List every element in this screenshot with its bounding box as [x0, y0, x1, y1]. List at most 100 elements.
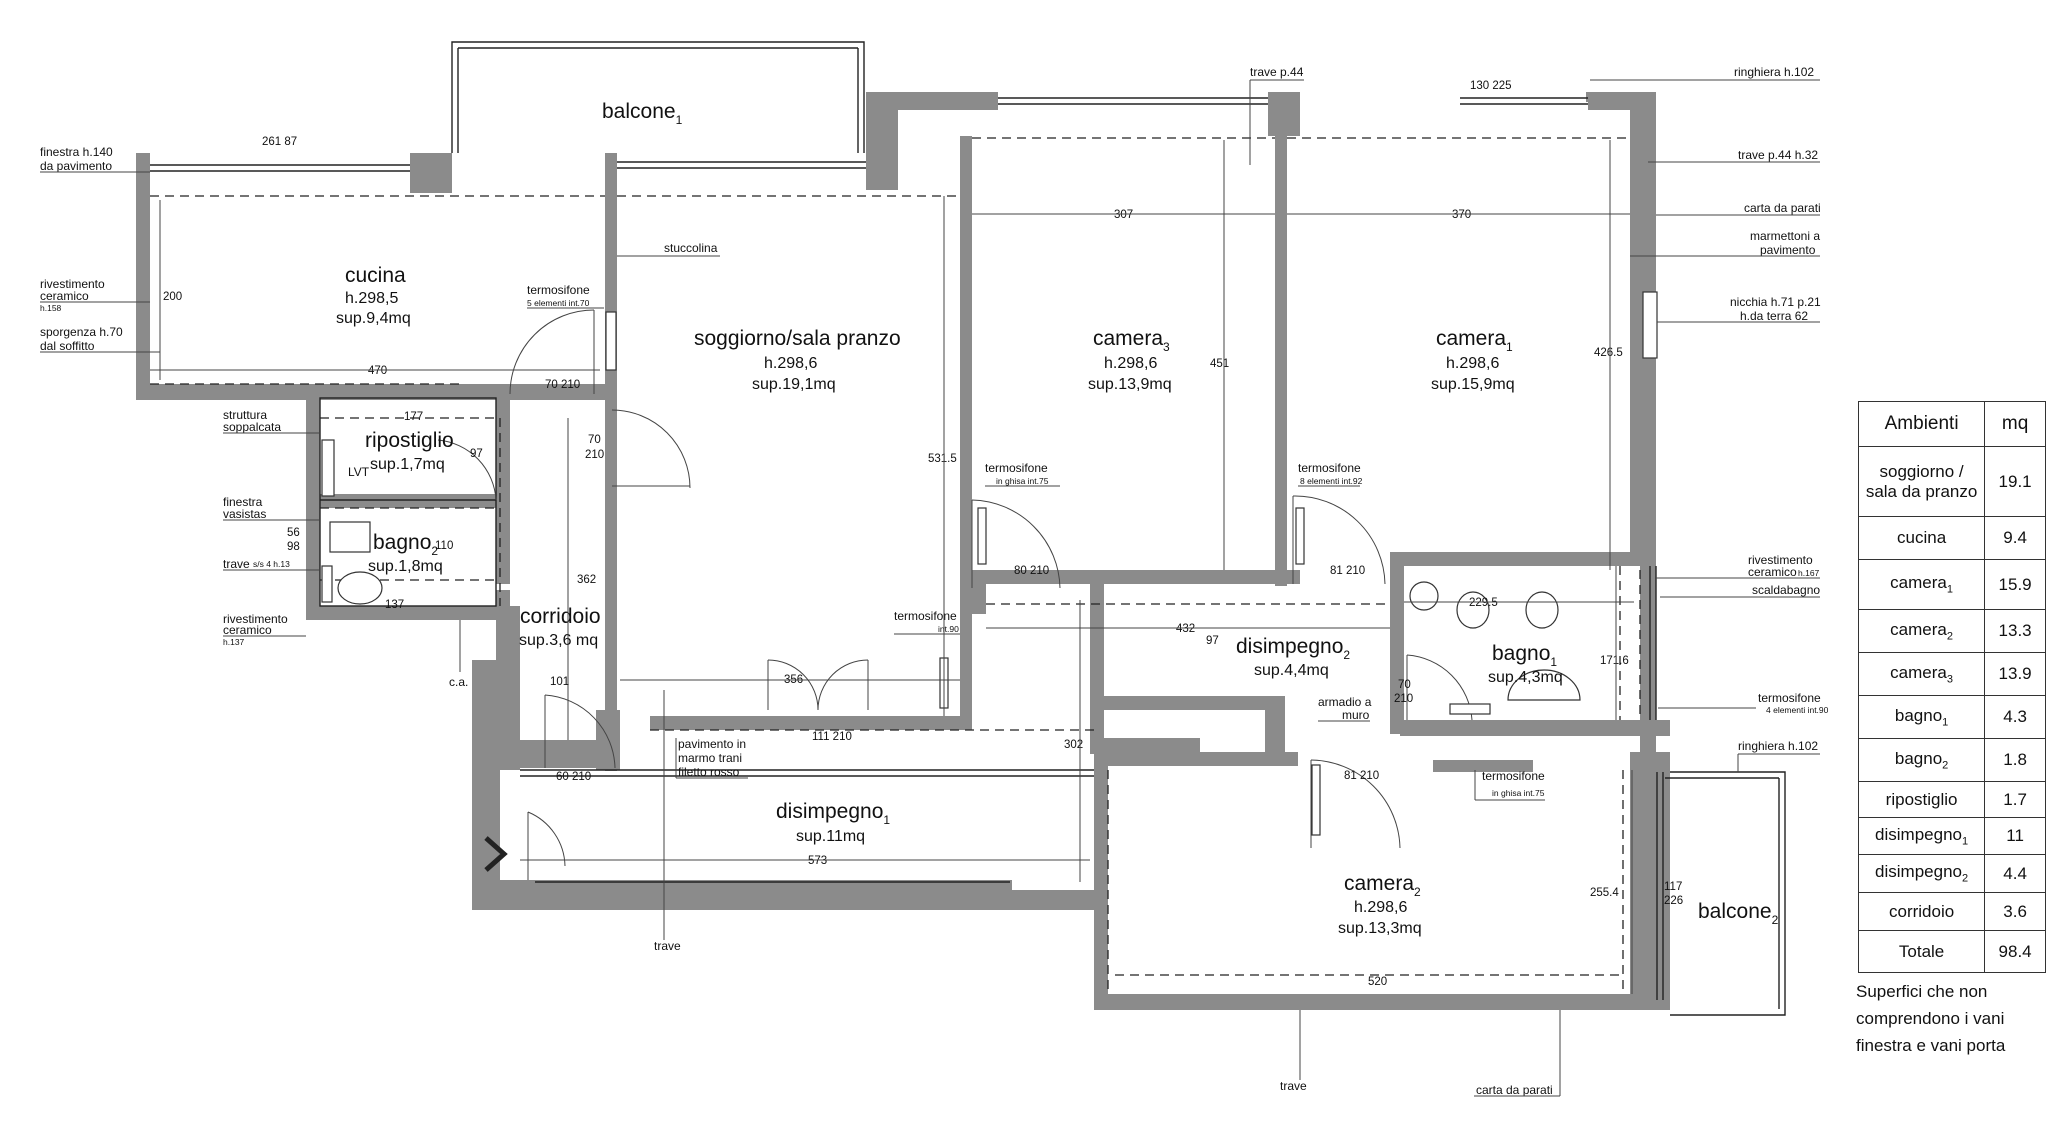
- dim-520: 520: [1368, 976, 1387, 988]
- rivestimento-bagno2-3: h.137: [223, 637, 245, 647]
- row-value: 4.4: [1984, 854, 2046, 893]
- rivestimento-bagno1-1: rivestimento: [1748, 553, 1813, 567]
- trave-bagno: trave: [223, 557, 250, 571]
- termosifone-sogg: termosifone: [894, 609, 957, 623]
- rivestimento-bagno1-2: ceramico: [1748, 565, 1797, 579]
- carta-parati-top: carta da parati: [1744, 201, 1821, 215]
- nicchia-2: h.da terra 62: [1740, 309, 1808, 323]
- armadio-1: armadio a: [1318, 695, 1372, 709]
- termosifone-bagno1-note: 4 elementi int.90: [1766, 705, 1829, 715]
- dim-226: 226: [1664, 895, 1683, 907]
- rivestimento-cucina-2: ceramico: [40, 289, 89, 303]
- termosifone-cam1: termosifone: [1298, 461, 1361, 475]
- table-row: camera1 15.9: [1857, 559, 2046, 610]
- disimpegno2-area: sup.4,4mq: [1254, 662, 1329, 679]
- pavimento-2: marmo trani: [678, 751, 742, 765]
- bagno1-area: sup.4,3mq: [1488, 669, 1563, 686]
- camera1-name: camera1: [1436, 327, 1513, 354]
- dim-177: 177: [404, 411, 423, 423]
- dim-302: 302: [1064, 739, 1083, 751]
- dim-261-87: 261 87: [262, 136, 297, 148]
- row-name: cucina: [1857, 516, 1986, 560]
- bagno2-name: bagno2: [373, 531, 438, 558]
- disimpegno1-name: disimpegno1: [776, 800, 890, 827]
- finestra-note-1: finestra h.140: [40, 145, 113, 159]
- corridoio-area: sup.3,6 mq: [519, 632, 598, 649]
- rivestimento-bagno2-2: ceramico: [223, 623, 272, 637]
- dim-110: 110: [435, 540, 453, 552]
- dim-81-210-cam1: 81 210: [1330, 565, 1365, 577]
- camera1-height: h.298,6: [1446, 355, 1499, 372]
- dim-210-sogg: 210: [585, 449, 604, 461]
- dim-210-arm: 210: [1394, 693, 1413, 705]
- stuccolina-label: stuccolina: [664, 241, 718, 255]
- room-labels: balcone1 cucina h.298,5 sup.9,4mq soggio…: [336, 100, 1779, 937]
- plan-lines: [150, 41, 1786, 1016]
- camera3-height: h.298,6: [1104, 355, 1157, 372]
- lvt-label: LVT: [348, 465, 370, 479]
- dimensions: 261 87 130 225 200 470 307 370 451 426.5…: [150, 80, 1683, 994]
- sporgenza-2: dal soffitto: [40, 339, 95, 353]
- termosifone-cucina: termosifone: [527, 283, 590, 297]
- table-row: bagno2 1.8: [1857, 738, 2046, 782]
- table-row: disimpegno2 4.4: [1857, 854, 2046, 893]
- trave-bagno-note: s/s 4 h.13: [253, 559, 290, 569]
- dim-130-225: 130 225: [1470, 80, 1512, 92]
- pavimento-3: filetto rosso: [678, 765, 740, 779]
- camera2-name: camera2: [1344, 872, 1421, 899]
- row-value: 1.7: [1984, 781, 2046, 818]
- table-row: corridoio 3.6: [1857, 892, 2046, 931]
- row-value: 9.4: [1984, 516, 2046, 560]
- carta-parati-bottom: carta da parati: [1476, 1083, 1553, 1097]
- rivestimento-cucina-1: rivestimento: [40, 277, 105, 291]
- row-value: 98.4: [1984, 930, 2046, 973]
- soggiorno-height: h.298,6: [764, 355, 817, 372]
- armadio-2: muro: [1342, 708, 1370, 722]
- dim-97-dis: 97: [1206, 635, 1219, 647]
- row-name: Totale: [1857, 930, 1986, 973]
- ca-label: c.a.: [449, 675, 468, 689]
- termosifone-cam3: termosifone: [985, 461, 1048, 475]
- termosifone-cam1-note: 8 elementi int.92: [1300, 476, 1363, 486]
- row-value: 3.6: [1984, 892, 2046, 931]
- corridoio-name: corridoio: [520, 605, 601, 628]
- disimpegno1-area: sup.11mq: [796, 828, 865, 845]
- nicchia-1: nicchia h.71 p.21: [1730, 295, 1821, 309]
- balcone1-label: balcone1: [602, 100, 683, 127]
- disimpegno2-name: disimpegno2: [1236, 635, 1350, 662]
- finestra-vasistas-2: vasistas: [223, 507, 266, 521]
- dim-426-5: 426.5: [1594, 347, 1623, 359]
- dim-171-6: 171.6: [1600, 655, 1629, 667]
- trave-bottom-mid: trave: [1280, 1079, 1307, 1093]
- row-value: 1.8: [1984, 738, 2046, 782]
- table-row: bagno1 4.3: [1857, 695, 2046, 739]
- dim-432: 432: [1176, 623, 1195, 635]
- dim-111-210: 111 210: [812, 731, 852, 743]
- table-row: cucina 9.4: [1857, 516, 2046, 560]
- camera3-area: sup.13,9mq: [1088, 376, 1172, 393]
- table-row: camera2 13.3: [1857, 609, 2046, 653]
- dim-470: 470: [368, 365, 387, 377]
- bagno1-name: bagno1: [1492, 642, 1557, 669]
- rivestimento-bagno2-1: rivestimento: [223, 612, 288, 626]
- marmettoni-2: pavimento: [1760, 243, 1816, 257]
- finestra-note-2: da pavimento: [40, 159, 112, 173]
- annotations: finestra h.140 da pavimento rivestimento…: [40, 65, 1829, 1097]
- areas-table-container: Ambienti mq soggiorno / sala da pranzo 1…: [1857, 401, 2046, 973]
- row-name: corridoio: [1857, 892, 1986, 931]
- row-name: disimpegno1: [1857, 817, 1986, 855]
- ringhiera-top: ringhiera h.102: [1734, 65, 1814, 79]
- row-value: 4.3: [1984, 695, 2046, 739]
- table-row: disimpegno1 11: [1857, 817, 2046, 855]
- dim-81-210-cam2: 81 210: [1344, 770, 1379, 782]
- dim-60-210: 60 210: [556, 771, 591, 783]
- table-row: soggiorno / sala da pranzo 19.1: [1857, 446, 2046, 517]
- soggiorno-area: sup.19,1mq: [752, 376, 836, 393]
- dim-101: 101: [550, 676, 569, 688]
- bagno2-area: sup.1,8mq: [368, 558, 443, 575]
- row-value: 15.9: [1984, 559, 2046, 610]
- col-mq: mq: [1984, 401, 2046, 447]
- dim-573: 573: [808, 855, 827, 867]
- dim-451: 451: [1210, 358, 1229, 370]
- trave-p44: trave p.44: [1250, 65, 1304, 79]
